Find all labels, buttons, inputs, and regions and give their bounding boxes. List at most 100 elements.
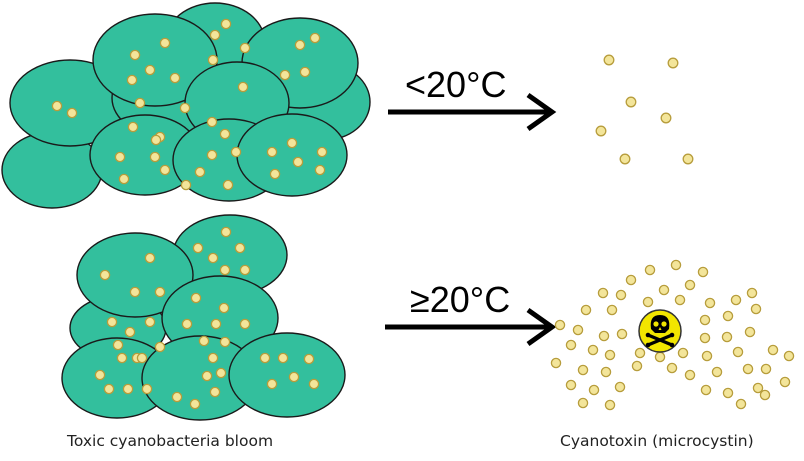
toxin-particle [192,242,204,254]
toxin-particle [767,344,779,356]
toxin-particle [122,383,134,395]
toxin-particle [269,168,281,180]
toxin-particle [660,112,672,124]
toxin-particle [711,366,723,378]
toxin-particle [779,376,791,388]
toxin-particle [735,398,747,410]
toxin-particle [759,389,771,401]
toxin-particle [219,264,231,276]
toxin-particle [219,336,231,348]
toxin-particle [220,226,232,238]
toxin-particle [577,397,589,409]
toxin-particle [259,352,271,364]
toxin-particle [634,347,646,359]
toxin-particle [239,318,251,330]
toxin-particle [303,353,315,365]
toxin-particle [154,341,166,353]
toxin-particle [179,102,191,114]
cyanobacteria-cell [228,332,346,418]
toxin-particle [722,387,734,399]
toxin-particle [207,252,219,264]
toxin-particle [658,284,670,296]
toxin-particle [266,378,278,390]
toxin-particle [206,116,218,128]
toxin-caption: Cyanotoxin (microcystin) [560,432,754,450]
toxin-particle [234,242,246,254]
toxin-particle [159,37,171,49]
toxin-particle [684,279,696,291]
toxin-particle [94,369,106,381]
top-arrow [388,92,557,132]
toxin-particle [144,316,156,328]
toxin-particle [150,134,162,146]
toxin-particle [760,363,772,375]
top-arrow-label: <20°C [405,64,506,105]
toxin-particle [625,96,637,108]
toxin-particle [604,399,616,411]
bloom-caption: Toxic cyanobacteria bloom [66,432,273,450]
toxin-particle [218,302,230,314]
toxin-particle [674,294,686,306]
toxin-particle [619,153,631,165]
toxin-particle [565,339,577,351]
toxin-particle [159,164,171,176]
toxin-particle [239,42,251,54]
toxin-particle [206,149,218,161]
toxin-particle [730,294,742,306]
toxin-particle [580,304,592,316]
toxin-particle [66,107,78,119]
toxin-particle [600,366,612,378]
toxin-particle [180,179,192,191]
toxin-particle [129,286,141,298]
toxin-particle [704,297,716,309]
toxin-particle [615,289,627,301]
released-toxins-dense [550,259,795,411]
toxin-particle [181,318,193,330]
toxin-particle [550,357,562,369]
toxin-particle [565,379,577,391]
toxin-particle [207,352,219,364]
toxin-particle [625,274,637,286]
toxin-particle [667,57,679,69]
toxin-particle [279,69,291,81]
toxin-particle [603,54,615,66]
toxin-particle [308,378,320,390]
toxin-particle [190,292,202,304]
toxin-particle [597,287,609,299]
toxin-particle [642,296,654,308]
toxin-particle [136,352,148,364]
toxin-particle [99,269,111,281]
bottom-arrow-label: ≥20°C [410,279,510,320]
toxin-particle [51,100,63,112]
toxin-particle [614,381,626,393]
toxin-particle [684,369,696,381]
toxin-particle [118,173,130,185]
toxin-particle [722,310,734,322]
toxin-particle [201,370,213,382]
toxin-particle [699,332,711,344]
toxin-particle [209,29,221,41]
toxin-particle [588,384,600,396]
toxin-particle [644,264,656,276]
toxin-particle [198,335,210,347]
toxin-particle [134,97,146,109]
toxin-particle [742,363,754,375]
bottom-bloom-cluster [61,214,346,421]
toxin-particle [144,252,156,264]
toxin-particle [144,64,156,76]
cyanobacteria-cell [236,113,348,197]
top-bloom-cluster [1,2,371,209]
toxin-particle [316,146,328,158]
toxin-particle [670,259,682,271]
toxin-particle [114,151,126,163]
toxin-particle [286,137,298,149]
toxin-particle [654,351,666,363]
toxin-particle [616,328,628,340]
toxin-particle [149,151,161,163]
toxin-particle [587,344,599,356]
toxin-particle [701,350,713,362]
toxin-particle [266,146,278,158]
toxin-particle [126,74,138,86]
toxin-particle [721,331,733,343]
toxin-particle [700,384,712,396]
